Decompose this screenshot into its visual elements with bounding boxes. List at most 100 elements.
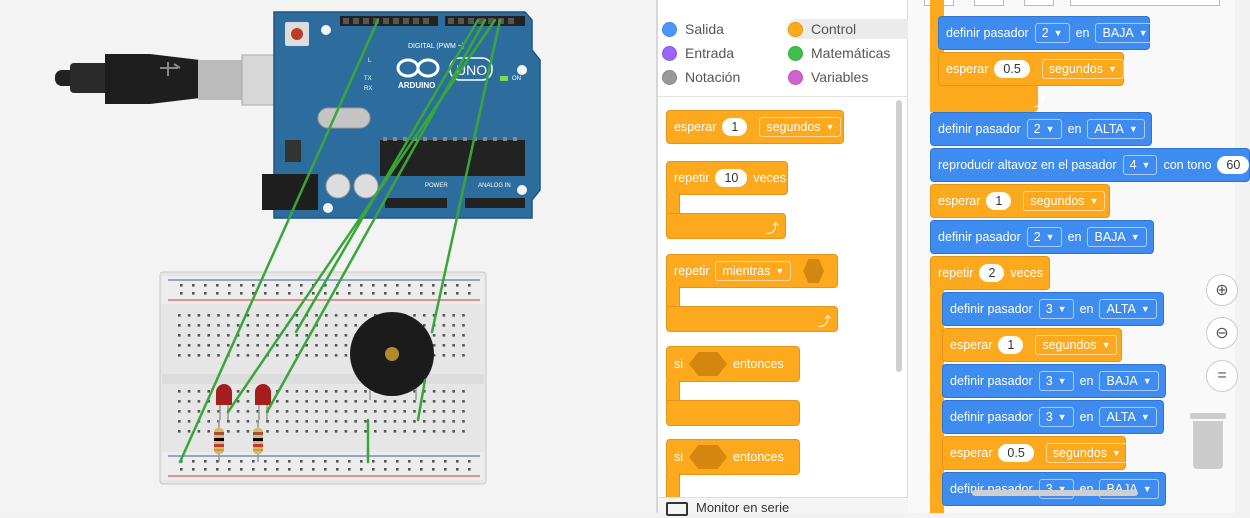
condition-slot[interactable] [689,352,728,376]
wires[interactable] [178,18,502,464]
wait-value[interactable]: 1 [986,192,1012,210]
reset-button[interactable] [291,28,303,40]
monitor-icon [666,502,688,516]
category-notacion[interactable]: Notación [662,69,740,85]
block-label: esperar [674,120,717,134]
while-c-foot [666,306,838,332]
state-dropdown[interactable]: ALTA▼ [1099,299,1157,319]
palette-block-if[interactable]: si entonces [666,346,800,382]
state-dropdown[interactable]: BAJA▼ [1099,371,1159,391]
loop-arrow-icon: ⤴ [818,314,832,329]
dropdown-value: BAJA [1102,26,1134,40]
loop-foot [930,86,1038,112]
if-c-arm [666,380,680,402]
repeat-count[interactable]: 2 [979,264,1005,282]
palette-block-if-2[interactable]: si entonces [666,439,800,475]
ws-block-wait[interactable]: esperar 0.5 segundos▼ [938,52,1124,86]
wait-unit-dropdown[interactable]: segundos▼ [1041,59,1124,79]
matematicas-dot-icon [788,45,803,61]
palette-block-repeat[interactable]: repetir 10 veces [666,161,788,195]
ws-block-wait[interactable]: esperar 0.5 segundos▼ [942,436,1128,470]
dropdown-value: 2 [1033,122,1041,136]
caret-down-icon: ▼ [1057,412,1067,422]
palette-block-repeat-while[interactable]: repetir mientras▼ [666,254,838,288]
wait-unit-dropdown[interactable]: segundos▼ [1023,191,1106,211]
pin-dropdown[interactable]: 3▼ [1038,479,1074,499]
piezo-buzzer[interactable] [350,312,434,400]
tone-value[interactable]: 60 [1217,156,1250,174]
caret-down-icon: ▼ [1141,160,1151,170]
state-dropdown[interactable]: BAJA▼ [1095,23,1155,43]
on-label: ON [512,76,521,82]
resistor-2[interactable] [253,420,263,462]
circuit-drawing[interactable]: DIGITAL (PWM ~) ARDUINO UNO POWER ANALOG… [0,0,656,513]
zoom-out-button[interactable]: ⊖ [1206,317,1238,349]
pin-dropdown[interactable]: 3▼ [1038,371,1074,391]
category-label: Control [811,21,857,37]
wait-value[interactable]: 0.5 [998,444,1034,462]
workspace-scrollbar[interactable] [972,490,1138,496]
resistor-1[interactable] [214,420,224,462]
category-matematicas[interactable]: Matemáticas [788,45,890,61]
palette-block-wait[interactable]: esperar 1 segundos▼ [666,110,844,144]
wait-value[interactable]: 1 [722,118,748,136]
repeat-mode-dropdown[interactable]: mientras▼ [715,261,792,281]
state-dropdown[interactable]: ALTA▼ [1087,119,1145,139]
panel-divider[interactable] [656,0,658,513]
pin-dropdown[interactable]: 4▼ [1122,155,1158,175]
block-conj: en [1067,230,1082,244]
dropdown-value: segundos [1042,338,1097,352]
ws-block-play-speaker[interactable]: reproducir altavoz en el pasador 4▼ con … [930,148,1250,182]
circuit-canvas[interactable]: DIGITAL (PWM ~) ARDUINO UNO POWER ANALOG… [0,0,656,513]
category-variables[interactable]: Variables [788,69,868,85]
condition-slot[interactable] [803,259,824,283]
pin-dropdown[interactable]: 3▼ [1038,407,1074,427]
ws-block-repeat[interactable]: repetir 2 veces [930,256,1050,290]
dropdown-value: segundos [766,120,821,134]
category-salida[interactable]: Salida [662,21,724,37]
state-dropdown[interactable]: BAJA▼ [1087,227,1147,247]
wait-unit-dropdown[interactable]: segundos▼ [1045,443,1128,463]
pin-dropdown[interactable]: 2▼ [1026,119,1062,139]
zoom-reset-button[interactable]: = [1206,360,1238,392]
ws-block-set-pin[interactable]: definir pasador 3▼ en ALTA▼ [942,400,1164,434]
ws-block-set-pin[interactable]: definir pasador 2▼ en BAJA▼ [930,220,1154,254]
block-conj: en [1079,302,1094,316]
usb-cable[interactable] [55,54,278,106]
dropdown-value: mientras [722,264,771,278]
wait-value[interactable]: 0.5 [994,60,1030,78]
ws-block-set-pin[interactable]: definir pasador 3▼ en ALTA▼ [942,292,1164,326]
block-suffix: veces [753,171,786,185]
toolbar-dropdown[interactable] [1070,0,1220,6]
ws-block-set-pin[interactable]: definir pasador 3▼ en BAJA▼ [942,364,1166,398]
block-label: esperar [946,62,989,76]
code-workspace[interactable]: ⤴ definir pasador 2▼ en BAJA▼ esperar 0.… [908,0,1250,513]
state-dropdown[interactable]: ALTA▼ [1099,407,1157,427]
palette-scrollbar[interactable] [896,100,902,372]
ws-block-wait[interactable]: esperar 1 segundos▼ [930,184,1110,218]
trash-can-icon[interactable] [1190,413,1226,469]
zoom-in-button[interactable]: ⊕ [1206,274,1238,306]
category-label: Matemáticas [811,45,891,61]
category-entrada[interactable]: Entrada [662,45,734,61]
condition-slot[interactable] [689,445,728,469]
ws-block-set-pin[interactable]: definir pasador 3▼ en BAJA▼ [942,472,1166,506]
ws-block-set-pin[interactable]: definir pasador 2▼ en BAJA▼ [938,16,1155,50]
toolbar-button[interactable] [1024,0,1054,6]
repeat-count[interactable]: 10 [715,169,748,187]
wait-unit-dropdown[interactable]: segundos▼ [1035,335,1118,355]
serial-monitor-bar[interactable]: Monitor en serie [658,497,908,516]
wait-value[interactable]: 1 [998,336,1024,354]
ws-block-set-pin[interactable]: definir pasador 2▼ en ALTA▼ [930,112,1152,146]
state-dropdown[interactable]: BAJA▼ [1099,479,1159,499]
category-control[interactable]: Control [786,19,927,39]
pin-dropdown[interactable]: 3▼ [1038,299,1074,319]
arduino-logo [396,58,440,78]
wait-unit-dropdown[interactable]: segundos▼ [759,117,842,137]
toolbar-button[interactable] [974,0,1004,6]
pin-dropdown[interactable]: 2▼ [1034,23,1070,43]
led-1[interactable] [216,384,232,420]
pin-dropdown[interactable]: 2▼ [1026,227,1062,247]
caret-down-icon: ▼ [1057,304,1067,314]
ws-block-wait[interactable]: esperar 1 segundos▼ [942,328,1122,362]
